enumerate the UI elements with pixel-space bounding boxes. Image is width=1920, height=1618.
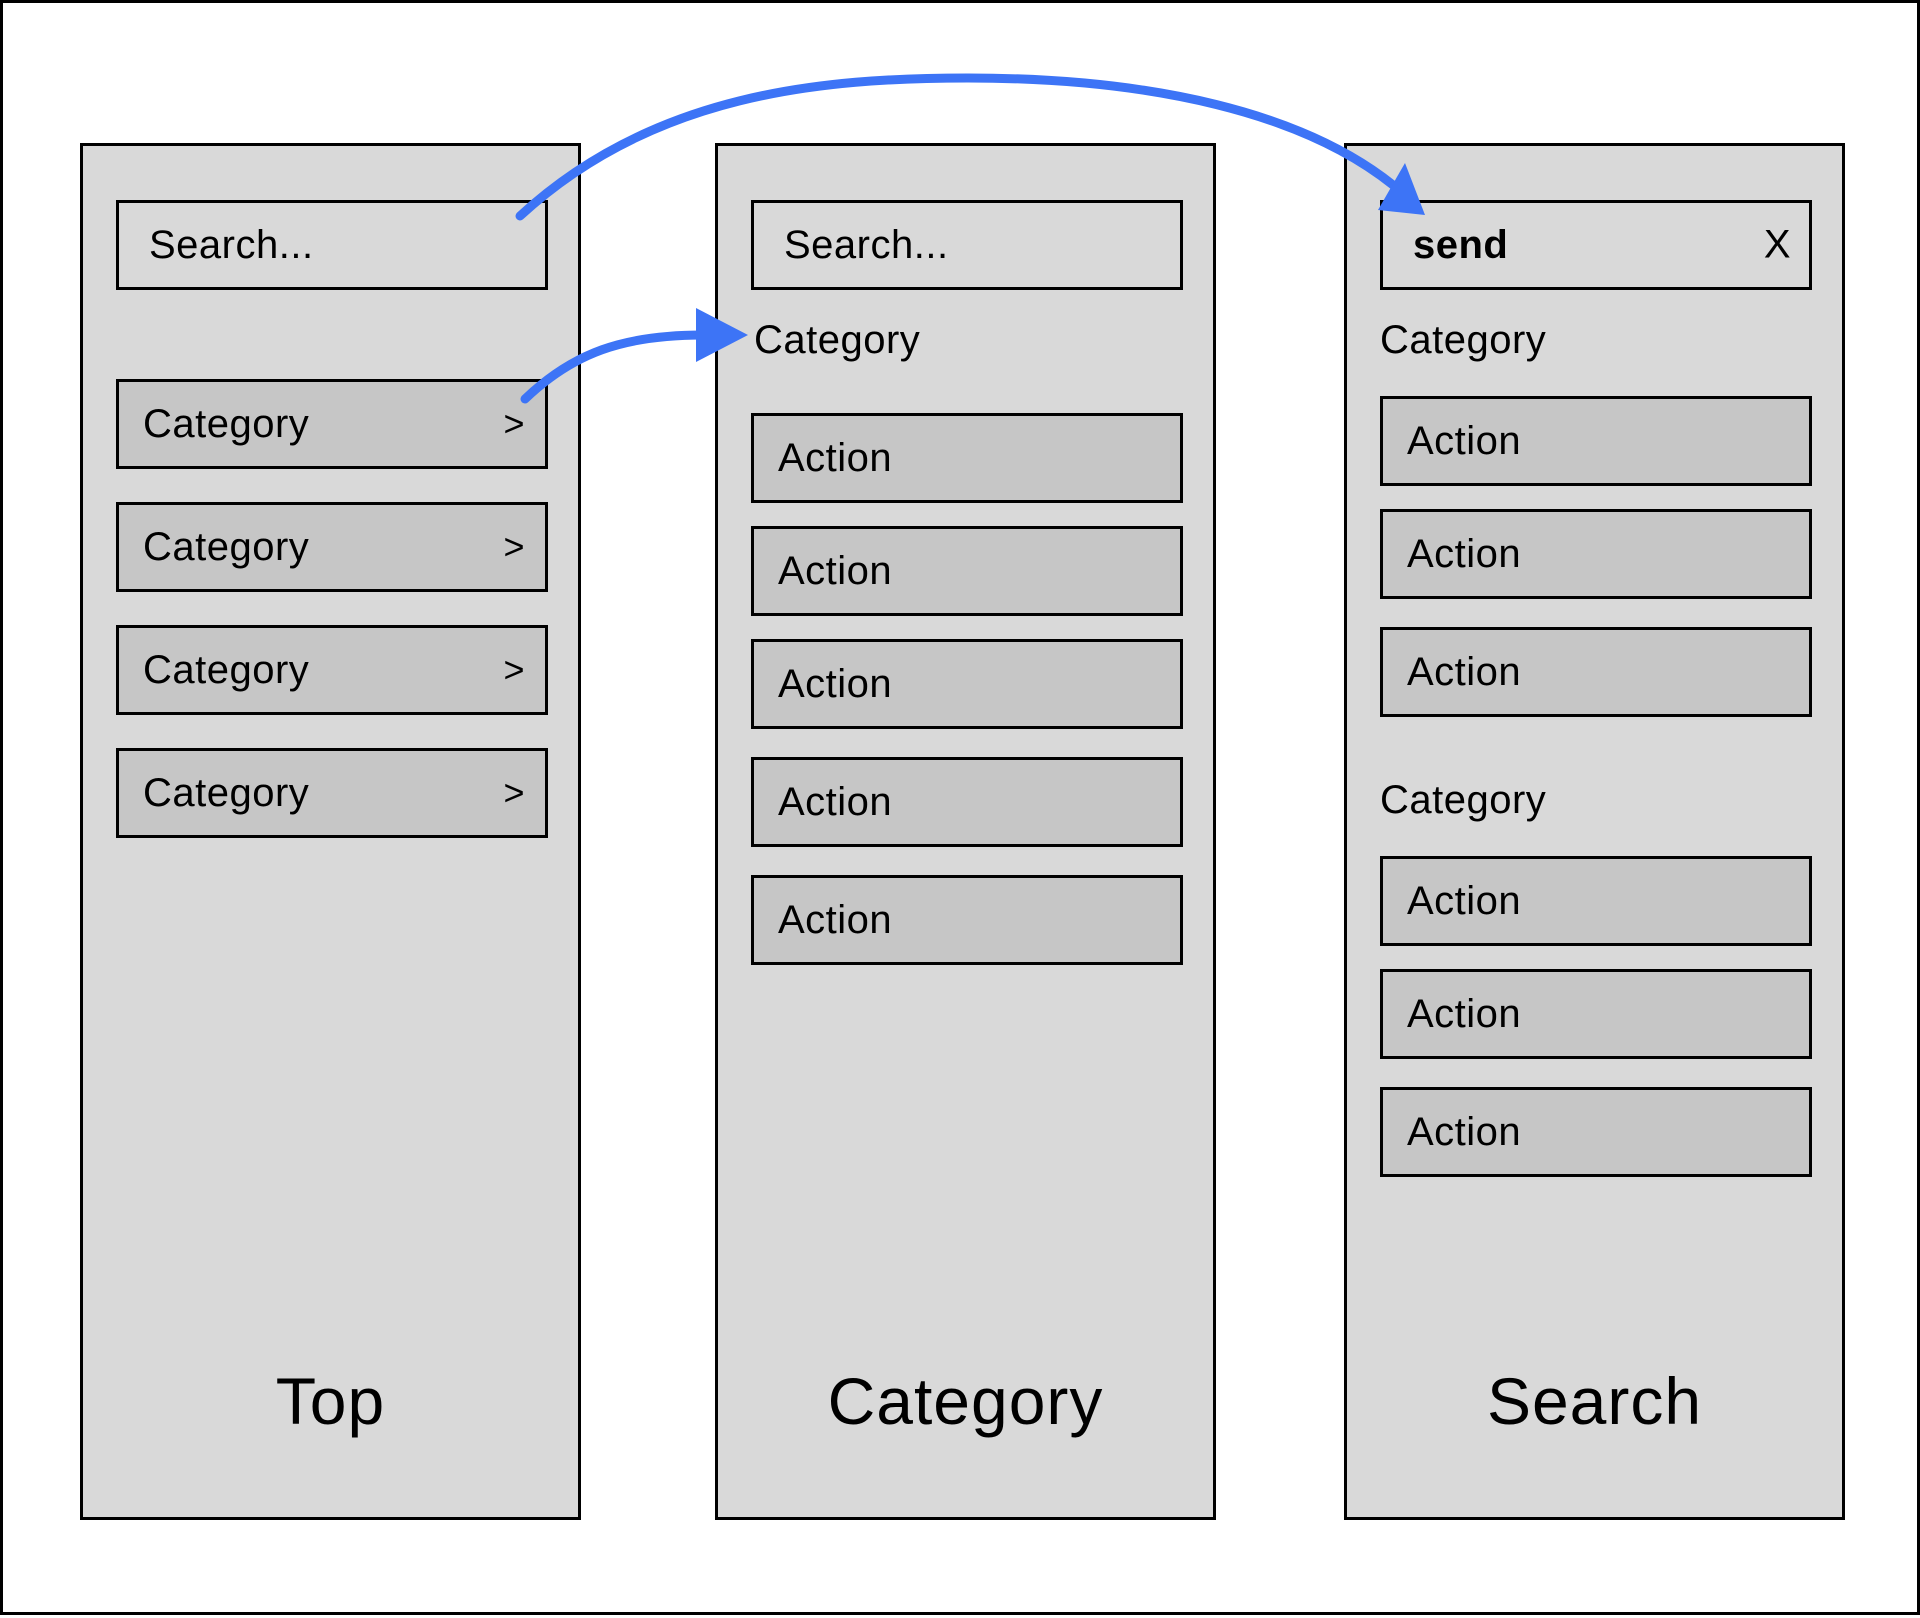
category-heading: Category xyxy=(754,318,921,362)
action-item[interactable]: Action xyxy=(751,413,1183,503)
action-item[interactable]: Action xyxy=(1380,396,1812,486)
action-item[interactable]: Action xyxy=(1380,969,1812,1059)
action-item[interactable]: Action xyxy=(751,639,1183,729)
category-item[interactable]: Category > xyxy=(116,625,548,715)
action-item[interactable]: Action xyxy=(751,526,1183,616)
chevron-right-icon: > xyxy=(503,403,525,444)
search-screen-panel: send X Category Action Action Action Cat… xyxy=(1344,143,1845,1520)
search-screen-title: Search xyxy=(1486,1364,1703,1438)
chevron-right-icon: > xyxy=(503,772,525,813)
action-item-label: Action xyxy=(778,779,893,824)
category-screen-panel: Search... Category Action Action Action … xyxy=(715,143,1216,1520)
action-item-label: Action xyxy=(1407,649,1522,694)
chevron-right-icon: > xyxy=(503,526,525,567)
action-item-label: Action xyxy=(778,548,893,593)
action-item[interactable]: Action xyxy=(751,757,1183,847)
action-item[interactable]: Action xyxy=(1380,627,1812,717)
top-search-placeholder: Search... xyxy=(149,222,314,267)
action-item[interactable]: Action xyxy=(751,875,1183,965)
action-item-label: Action xyxy=(1407,531,1522,576)
category-item[interactable]: Category > xyxy=(116,748,548,838)
category-item-label: Category xyxy=(143,770,310,815)
action-item-label: Action xyxy=(778,435,893,480)
action-item-label: Action xyxy=(778,897,893,942)
action-item[interactable]: Action xyxy=(1380,509,1812,599)
category-item[interactable]: Category > xyxy=(116,502,548,592)
action-item[interactable]: Action xyxy=(1380,856,1812,946)
action-item-label: Action xyxy=(1407,991,1522,1036)
action-item[interactable]: Action xyxy=(1380,1087,1812,1177)
category-screen-title: Category xyxy=(827,1364,1104,1438)
result-group-heading: Category xyxy=(1380,778,1547,822)
search-query-input[interactable]: send X xyxy=(1380,200,1812,290)
action-item-label: Action xyxy=(778,661,893,706)
result-group-heading: Category xyxy=(1380,318,1547,362)
category-search-input[interactable]: Search... xyxy=(751,200,1183,290)
category-item-label: Category xyxy=(143,647,310,692)
category-item-label: Category xyxy=(143,401,310,446)
category-item[interactable]: Category > xyxy=(116,379,548,469)
action-item-label: Action xyxy=(1407,878,1522,923)
action-item-label: Action xyxy=(1407,1109,1522,1154)
category-item-label: Category xyxy=(143,524,310,569)
action-item-label: Action xyxy=(1407,418,1522,463)
top-screen-panel: Search... Category > Category > Category… xyxy=(80,143,581,1520)
top-screen-title: Top xyxy=(275,1364,386,1438)
clear-icon[interactable]: X xyxy=(1763,222,1791,267)
chevron-right-icon: > xyxy=(503,649,525,690)
search-query-text: send xyxy=(1413,222,1509,267)
category-search-placeholder: Search... xyxy=(784,222,949,267)
top-search-input[interactable]: Search... xyxy=(116,200,548,290)
